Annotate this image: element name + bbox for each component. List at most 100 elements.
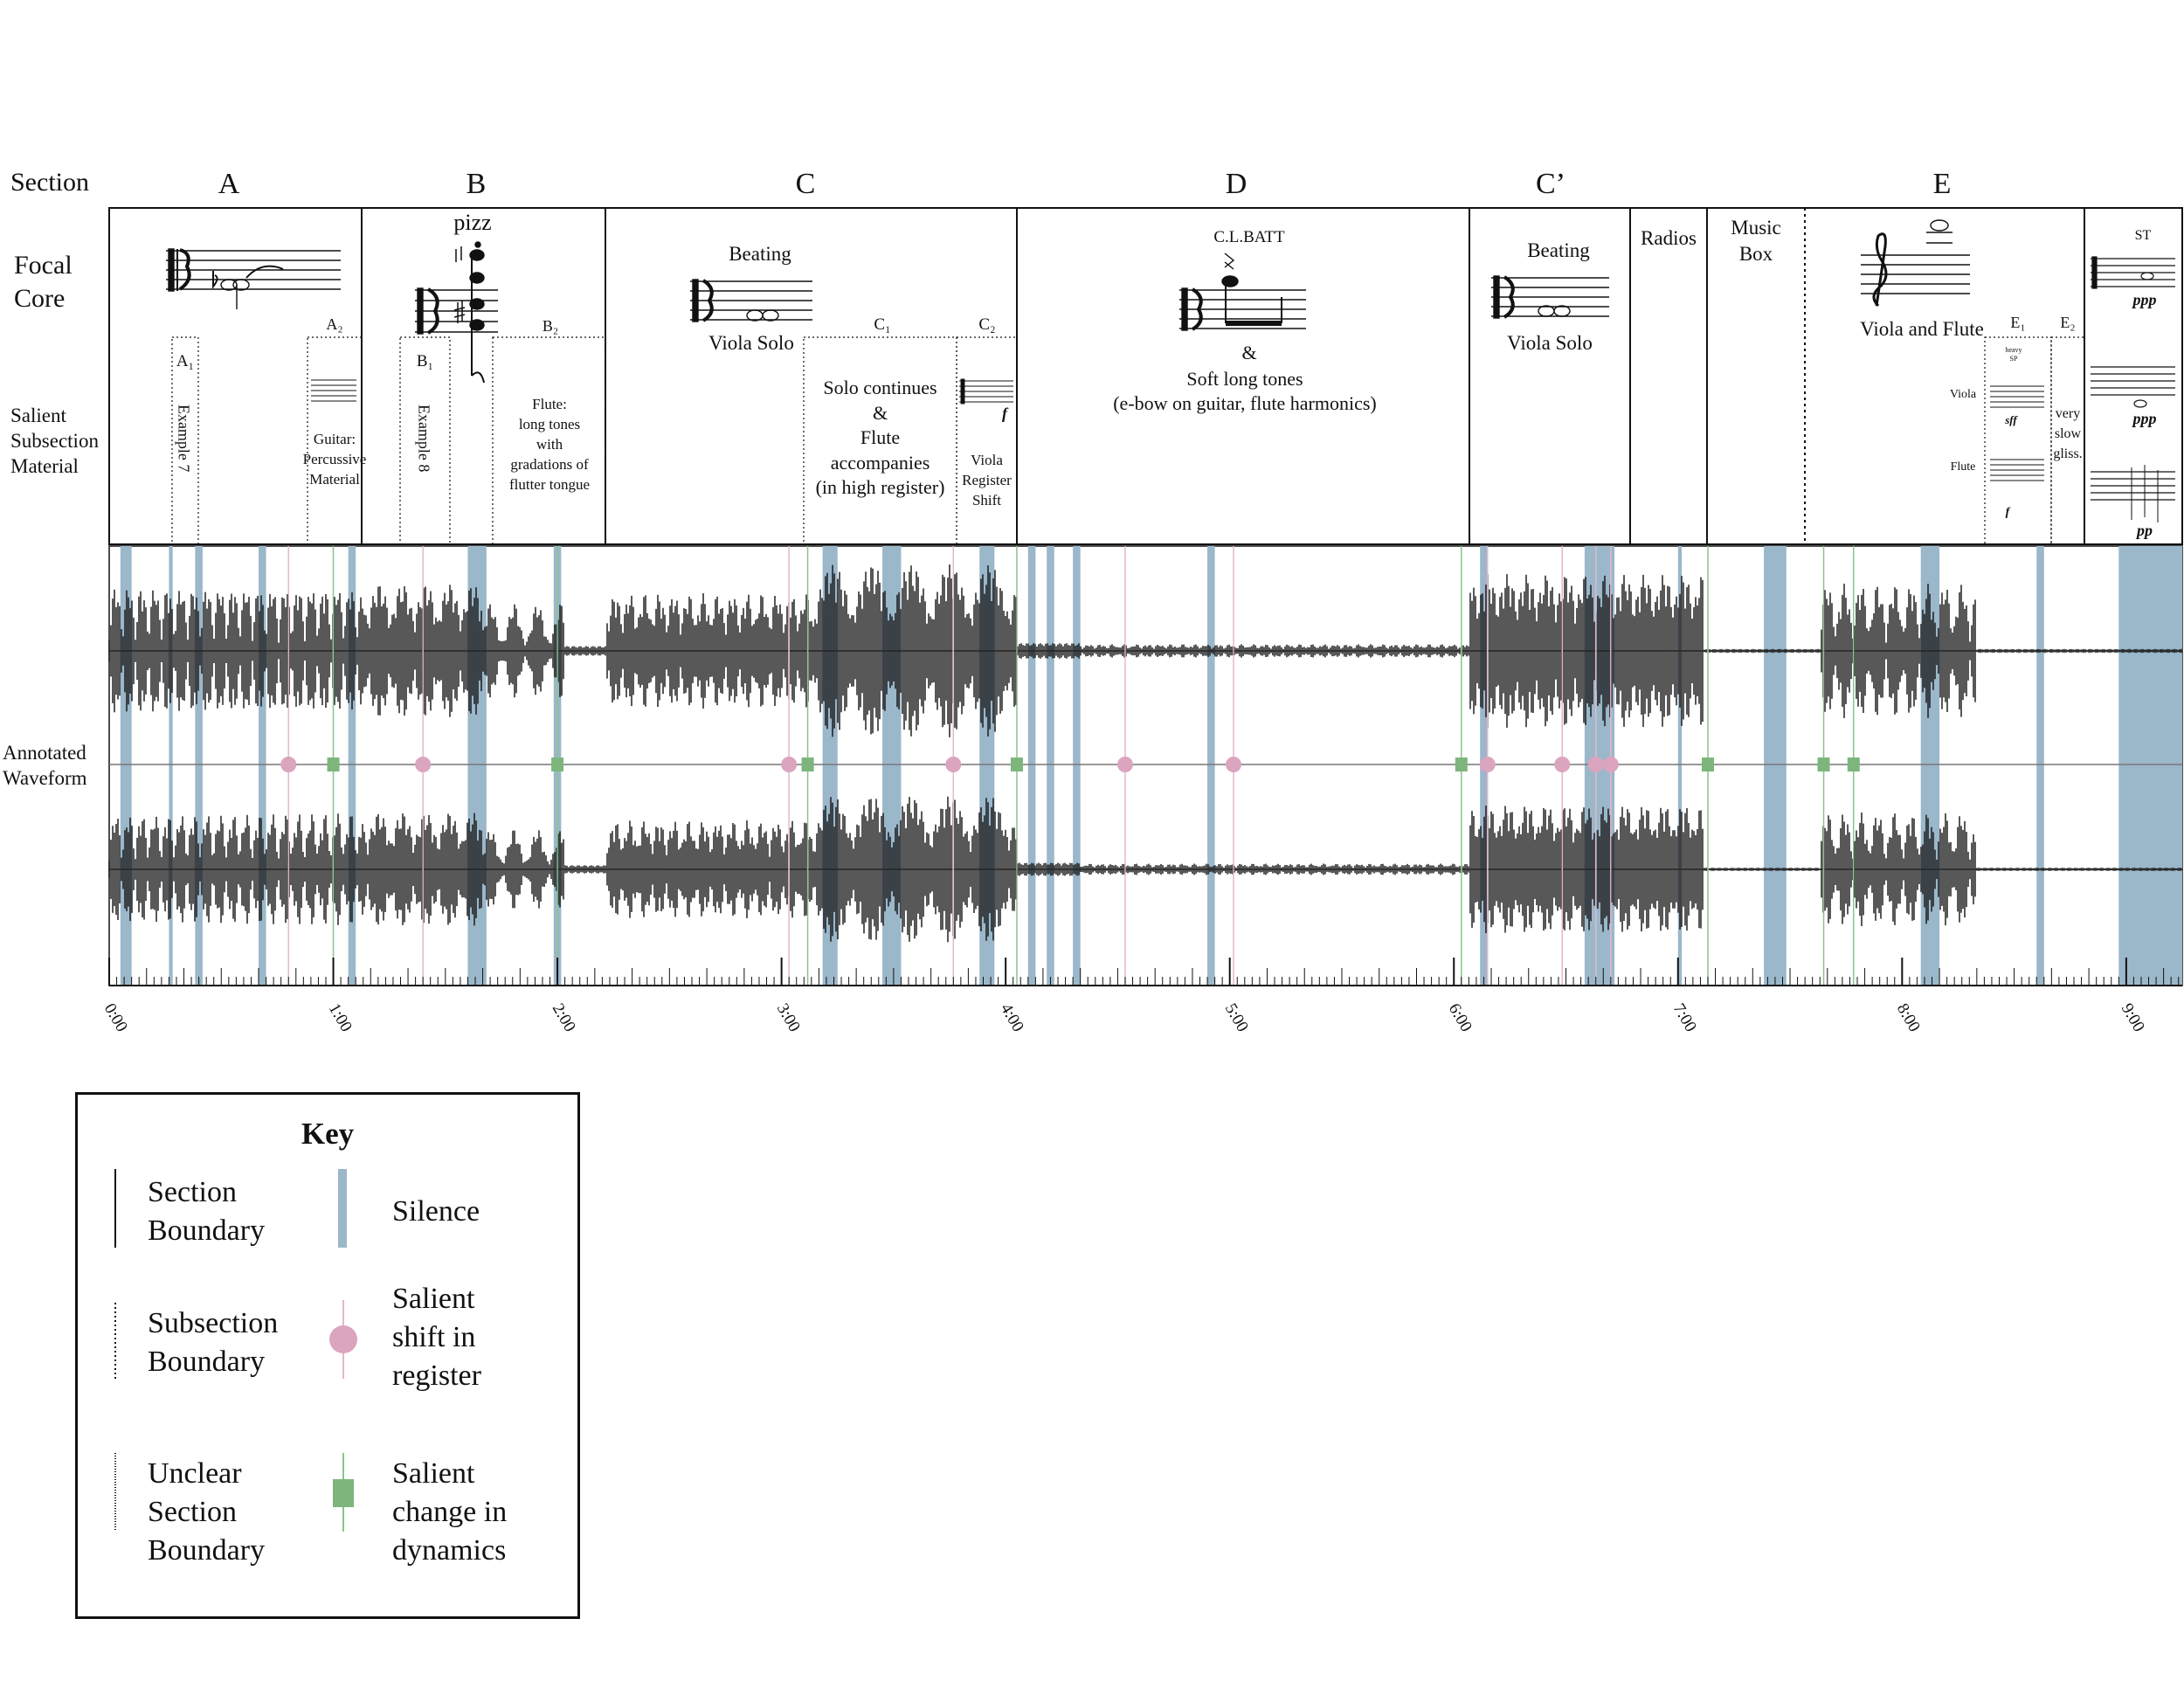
silence-band — [2036, 546, 2044, 986]
row-label-annotated-waveform: Annotated Waveform — [3, 742, 87, 789]
key-register-icon — [329, 1325, 357, 1353]
last-dyn-2: ppp — [2132, 410, 2157, 427]
register-shift-marker — [1479, 757, 1496, 772]
d-soft-long-tones: Soft long tones — [1186, 368, 1303, 390]
dynamics-change-marker — [801, 758, 814, 771]
key-unclear-boundary-label: Unclear Section Boundary — [148, 1457, 266, 1567]
subsection-small-staves — [311, 378, 2044, 481]
silence-band — [1207, 546, 1215, 986]
silence-band — [822, 546, 838, 986]
key-silence-icon — [338, 1169, 347, 1248]
section-label-d: D — [1225, 168, 1248, 200]
d-clbatt-label: C.L.BATT — [1213, 228, 1285, 246]
silence-band — [1073, 546, 1081, 986]
section-d-notation — [1179, 253, 1306, 331]
time-axis-ticks — [108, 958, 2182, 986]
subsection-boxes — [171, 336, 2085, 545]
silence-band — [259, 546, 266, 986]
focal-core-frame — [108, 207, 2183, 545]
row-label-focal-core: Focal Core — [14, 251, 73, 313]
cp-beating-label: Beating — [1527, 239, 1590, 261]
row-label-salient-subsection: Salient Subsection Material — [10, 405, 99, 477]
c2-dynamic: f — [1002, 405, 1007, 422]
silence-band — [195, 546, 203, 986]
e1-dynamic-2: f — [2005, 506, 2010, 519]
c2-register-shift-label: Viola Register Shift — [962, 452, 1012, 508]
key-dynamics-label: Salient change in dynamics — [392, 1457, 508, 1567]
key-silence-label: Silence — [392, 1195, 480, 1228]
waveform-channel — [108, 796, 2182, 943]
dynamics-change-marker — [327, 758, 340, 771]
waveform-traces — [108, 564, 2182, 943]
b2-flute-label: Flute: long tones with gradations of flu… — [508, 396, 591, 493]
register-shift-marker — [415, 757, 432, 772]
row-label-section: Section — [10, 168, 89, 197]
dynamics-change-marker — [551, 758, 564, 771]
dynamics-change-marker — [1817, 758, 1830, 771]
section-e-notation — [1861, 219, 1970, 308]
e1-dynamic-1: sff — [2005, 413, 2017, 426]
silence-band — [169, 546, 173, 986]
register-shift-marker — [1116, 757, 1133, 772]
e1-viola-label: Viola — [1949, 388, 1977, 401]
section-label-b: B — [466, 168, 487, 200]
key-section-boundary-label: Section Boundary — [148, 1176, 266, 1248]
b1-example-label: Example 8 — [415, 404, 433, 473]
cp-viola-solo-label: Viola Solo — [1507, 332, 1593, 354]
music-box-label: Music Box — [1731, 217, 1781, 265]
dynamics-change-marker — [1701, 758, 1714, 771]
a1-label: A₁ — [176, 352, 195, 370]
silence-band — [2118, 546, 2182, 986]
dynamics-change-marker — [1455, 758, 1468, 771]
c-viola-solo-label: Viola Solo — [708, 332, 794, 354]
radios-label: Radios — [1641, 227, 1697, 249]
last-st-label: ST — [2134, 228, 2152, 243]
section-a-notation — [166, 248, 341, 309]
score-diagram — [108, 207, 2183, 986]
c-beating-label: Beating — [729, 243, 791, 265]
a2-label: A₂ — [326, 315, 343, 333]
silence-band — [1677, 546, 1683, 986]
key-register-label: Salient shift in register — [392, 1283, 481, 1393]
register-shift-marker — [1587, 757, 1604, 772]
b2-label: B₂ — [542, 317, 559, 335]
section-b-notation — [415, 241, 498, 384]
e2-gliss-label: very slow gliss. — [2053, 406, 2083, 462]
section-label-a: A — [218, 168, 240, 200]
e1-flute-label: Flute — [1950, 460, 1976, 474]
d-ampersand: & — [1241, 342, 1257, 363]
last-dyn-3: pp — [2137, 522, 2153, 539]
c1-solo-continues-label: Solo continues & Flute accompanies (in h… — [815, 377, 945, 499]
register-shift-marker — [1554, 757, 1571, 772]
section-c-prime-notation — [1491, 275, 1609, 319]
silence-band — [1027, 546, 1036, 986]
e-viola-and-flute-label: Viola and Flute — [1860, 318, 1984, 340]
dynamics-change-marker — [1847, 758, 1860, 771]
silence-band — [979, 546, 995, 986]
key-legend: Key Section Boundary Subsection Boundary… — [75, 1092, 580, 1619]
last-column-notation — [2091, 256, 2175, 522]
silence-band — [348, 546, 356, 986]
waveform-channel — [108, 564, 2182, 737]
register-shift-marker — [1602, 757, 1619, 772]
b1-label: B₁ — [416, 352, 434, 370]
key-dynamics-icon — [333, 1479, 354, 1507]
c2-label: C₂ — [978, 315, 996, 334]
register-shift-marker — [945, 757, 962, 772]
a1-example-label: Example 7 — [175, 404, 193, 473]
key-subsection-boundary-label: Subsection Boundary — [148, 1307, 279, 1379]
section-label-c-prime: C’ — [1536, 168, 1565, 200]
section-label-e: E — [1932, 168, 1952, 200]
d-ebow-label: (e-bow on guitar, flute harmonics) — [1113, 392, 1377, 414]
b-pizz-label: pizz — [453, 210, 492, 235]
dynamics-change-marker — [1010, 758, 1023, 771]
register-shift-marker — [280, 757, 297, 772]
section-label-c: C — [795, 168, 816, 200]
register-shift-marker — [1225, 757, 1241, 772]
c1-label: C₁ — [874, 315, 891, 334]
e1-heavy-sp-label: heavy SP — [2005, 346, 2022, 363]
silence-band — [1764, 546, 1787, 986]
annotation-markers — [280, 757, 1860, 772]
a2-guitar-label: Guitar: Percussive Material — [302, 431, 367, 488]
key-title: Key — [301, 1117, 355, 1151]
